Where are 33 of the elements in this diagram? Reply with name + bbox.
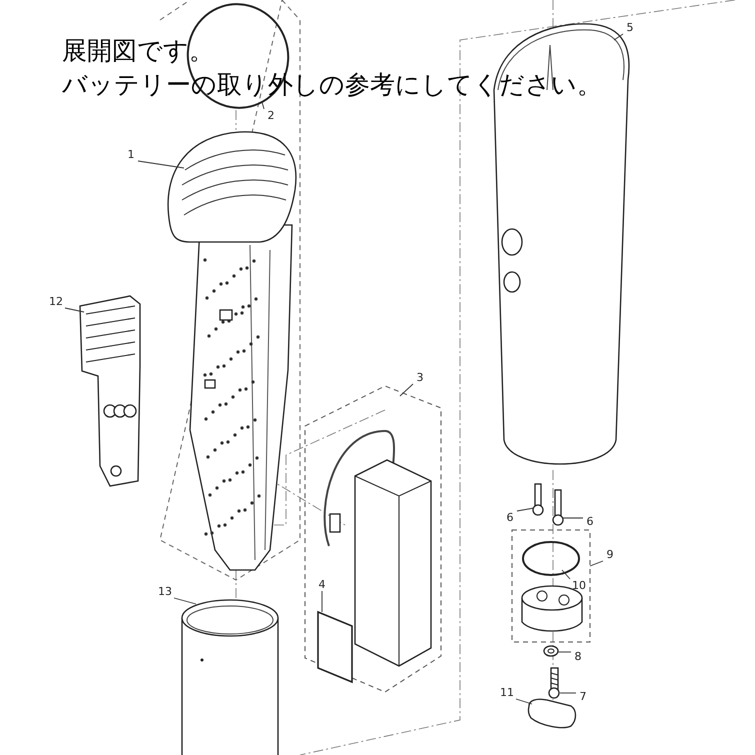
gasket-ring: [521, 540, 581, 577]
callout-number: 3: [413, 371, 427, 384]
callout-number: 6: [583, 515, 597, 528]
callout-number: 4: [315, 578, 329, 591]
leader-line: [174, 598, 196, 604]
leader-line: [516, 698, 532, 704]
leader-line: [138, 160, 184, 168]
heading-text: 展開図です。: [62, 36, 214, 66]
leader-line: [590, 560, 604, 566]
leader-line: [64, 308, 84, 312]
end-cap: [527, 698, 577, 728]
leader-line: [560, 692, 576, 694]
callout-number: 12: [47, 295, 65, 308]
callout-number: 8: [571, 650, 585, 663]
insulating-sheet: [318, 612, 354, 682]
callout-number: 2: [264, 109, 278, 122]
callout-number: 13: [156, 585, 174, 598]
screw-drawing: [547, 668, 562, 698]
callout-number: 7: [576, 690, 590, 703]
leader-line: [400, 384, 414, 396]
callout-number: 6: [503, 511, 517, 524]
leader-line: [516, 508, 534, 512]
callout-number: 10: [570, 579, 588, 592]
leader-line: [614, 34, 624, 40]
screw-drawing: [551, 490, 565, 526]
callout-number: 11: [498, 686, 516, 699]
callout-number: 9: [603, 548, 617, 561]
leader-line: [262, 102, 264, 110]
callout-number: 5: [623, 21, 637, 34]
washer-drawing: [543, 645, 560, 657]
leader-line: [562, 570, 570, 580]
callout-number: 1: [124, 148, 138, 161]
screw-drawing: [531, 484, 545, 516]
